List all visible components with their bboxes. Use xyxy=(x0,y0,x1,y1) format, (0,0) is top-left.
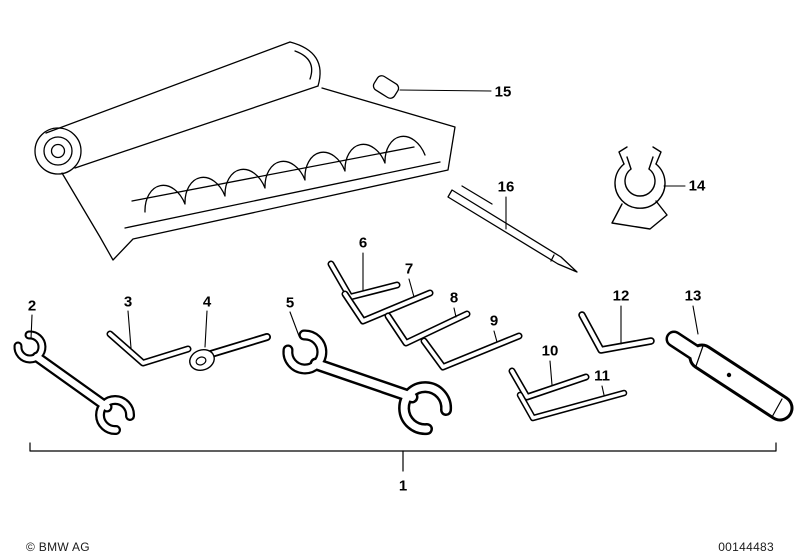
callout-16[interactable]: 16 xyxy=(497,178,515,196)
callout-2[interactable]: 2 xyxy=(27,297,37,315)
callout-4[interactable]: 4 xyxy=(202,293,212,311)
group-bracket xyxy=(29,442,777,472)
hex-key-9-drawing xyxy=(420,332,523,371)
hex-key-8-drawing xyxy=(384,310,471,347)
callout-10[interactable]: 10 xyxy=(541,342,559,360)
callout-5[interactable]: 5 xyxy=(285,294,295,312)
copyright-text: © BMW AG xyxy=(26,540,90,554)
tool-roll-drawing xyxy=(34,41,456,261)
callout-8[interactable]: 8 xyxy=(449,289,459,307)
callout-9[interactable]: 9 xyxy=(489,312,499,330)
hex-key-12-drawing xyxy=(578,311,655,354)
callout-11[interactable]: 11 xyxy=(594,367,610,385)
callout-3[interactable]: 3 xyxy=(123,293,133,311)
callout-15[interactable]: 15 xyxy=(494,83,512,101)
leader-lines xyxy=(30,89,699,396)
callout-12[interactable]: 12 xyxy=(612,287,630,305)
hex-key-6-drawing xyxy=(327,260,401,301)
pen-tool-drawing xyxy=(447,185,578,273)
hex-key-11-drawing xyxy=(516,389,628,422)
open-end-wrench-large-drawing xyxy=(282,329,453,436)
roll-strap-drawing xyxy=(372,75,400,99)
hex-key-3-drawing xyxy=(106,330,192,367)
callout-6[interactable]: 6 xyxy=(358,234,368,252)
socket-tube-drawing xyxy=(665,330,794,422)
hex-key-7-drawing xyxy=(341,289,434,325)
retaining-clip-drawing xyxy=(611,146,668,230)
box-wrench-drawing xyxy=(189,333,271,372)
callout-1[interactable]: 1 xyxy=(398,477,408,495)
image-number: 00144483 xyxy=(718,540,774,554)
callout-13[interactable]: 13 xyxy=(684,287,702,305)
callout-14[interactable]: 14 xyxy=(688,177,706,195)
open-end-wrench-small-drawing xyxy=(13,330,135,435)
hex-key-10-drawing xyxy=(508,367,590,401)
callout-7[interactable]: 7 xyxy=(404,260,414,278)
